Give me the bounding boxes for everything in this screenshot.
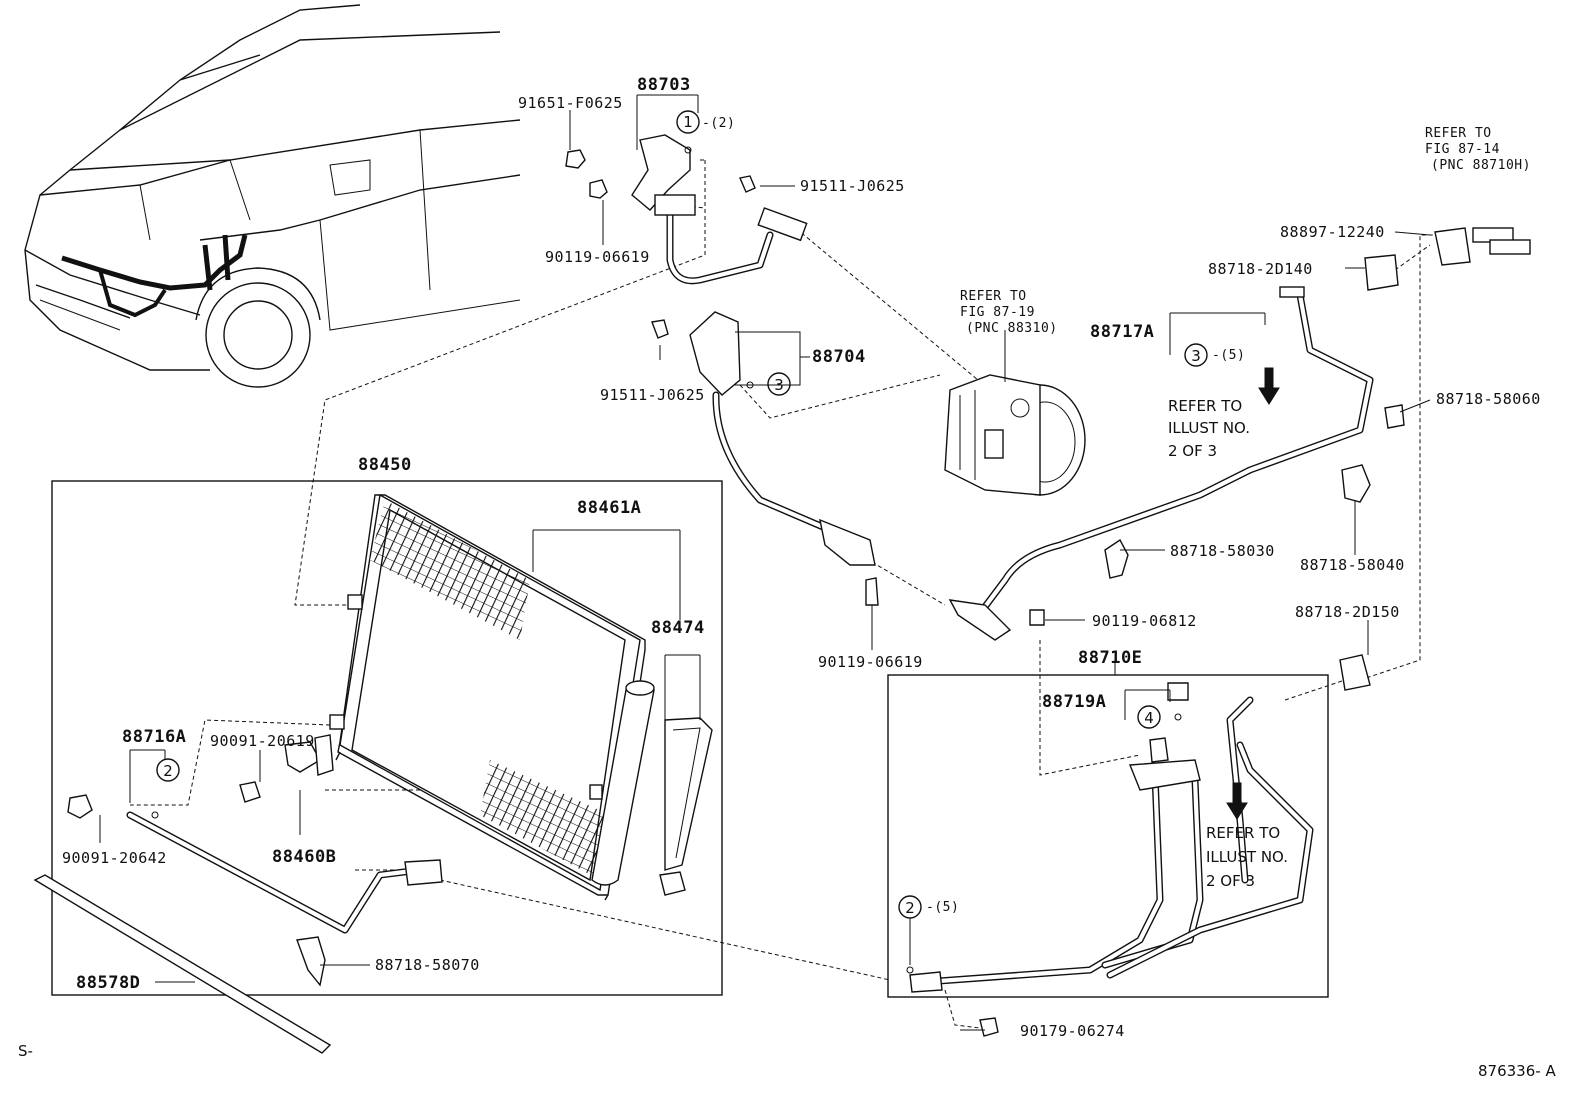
label-88710E: 88710E <box>1078 648 1142 668</box>
callout-4: 4 <box>1137 705 1182 729</box>
label-88717A: 88717A <box>1090 322 1154 342</box>
condenser-assembly-frame <box>51 480 723 996</box>
condenser-core <box>329 493 646 901</box>
label-88718-58070: 88718-58070 <box>375 956 480 974</box>
label-88460B: 88460B <box>272 847 336 867</box>
note-illust-lower-line2: ILLUST NO. <box>1206 848 1288 866</box>
receiver-cylinder <box>591 680 655 886</box>
label-91511-J0625-upper: 91511-J0625 <box>800 177 905 195</box>
note-illust-lower-line3: 2 OF 3 <box>1206 872 1255 890</box>
compressor-illustration <box>944 374 1086 496</box>
label-90179-06274: 90179-06274 <box>1020 1022 1125 1040</box>
pipe-assembly-frame <box>887 674 1329 998</box>
label-88718-58040: 88718-58040 <box>1300 556 1405 574</box>
callout-3-right-qty: -(5) <box>1212 348 1245 363</box>
callout-3-right-number: 3 <box>1191 347 1201 365</box>
callout-1-qty: -(2) <box>702 116 735 131</box>
pipe-88703 <box>631 134 808 285</box>
down-arrow-a <box>1258 367 1280 405</box>
pipe-88710E <box>909 682 1314 993</box>
note-top-right-ref: REFER TO FIG 87-14 (PNC 88710H) <box>1425 126 1531 173</box>
note-illust-lower: REFER TO ILLUST NO. 2 OF 3 <box>1206 824 1288 890</box>
diagram-id: 876336- A <box>1478 1062 1556 1080</box>
note-illust-upper-line1: REFER TO <box>1168 397 1242 415</box>
callout-4-number: 4 <box>1144 709 1154 727</box>
callout-3-upper-number: 3 <box>774 376 784 394</box>
label-88718-2D140: 88718-2D140 <box>1208 260 1313 278</box>
callout-2-left: 2 <box>151 758 180 819</box>
note-top-right-line3: (PNC 88710H) <box>1431 158 1531 173</box>
label-88450: 88450 <box>358 455 412 475</box>
label-90119-06812: 90119-06812 <box>1092 612 1197 630</box>
callout-2-left-number: 2 <box>163 762 173 780</box>
pipe-88704 <box>689 311 876 566</box>
note-illust-upper-line3: 2 OF 3 <box>1168 442 1217 460</box>
label-88704: 88704 <box>812 347 866 367</box>
callout-1: 1 -(2) <box>676 110 735 154</box>
note-illust-upper: REFER TO ILLUST NO. 2 OF 3 <box>1168 397 1250 460</box>
weatherstrip-part <box>33 874 332 1054</box>
pipe-88717A <box>948 286 1374 641</box>
label-90119-06619-upper: 90119-06619 <box>545 248 650 266</box>
label-88474: 88474 <box>651 618 705 638</box>
label-88718-58030: 88718-58030 <box>1170 542 1275 560</box>
label-88461A: 88461A <box>577 498 641 518</box>
label-90119-06619-lower: 90119-06619 <box>818 653 923 671</box>
bolt-parts <box>67 149 1045 1037</box>
note-top-right-line2: FIG 87-14 <box>1425 142 1500 157</box>
corner-mark: S- <box>18 1042 33 1060</box>
label-90091-20642: 90091-20642 <box>62 849 167 867</box>
filter-part <box>659 717 713 896</box>
vehicle-illustration <box>24 4 521 388</box>
label-88703: 88703 <box>637 75 691 95</box>
note-compressor-line2: FIG 87-19 <box>960 305 1035 320</box>
label-90091-20619: 90091-20619 <box>210 732 315 750</box>
callout-1-number: 1 <box>683 113 693 131</box>
leader-dashes <box>130 159 1455 1029</box>
note-illust-upper-line2: ILLUST NO. <box>1168 419 1250 437</box>
label-leaders <box>99 94 1431 1031</box>
label-88719A: 88719A <box>1042 692 1106 712</box>
callout-2-lower-number: 2 <box>905 899 915 917</box>
callout-2-lower-qty: -(5) <box>926 900 959 915</box>
label-88716A: 88716A <box>122 727 186 747</box>
note-compressor-line3: (PNC 88310) <box>966 321 1058 336</box>
note-top-right-line1: REFER TO <box>1425 126 1492 141</box>
label-91511-J0625-lower: 91511-J0625 <box>600 386 705 404</box>
note-compressor-ref: REFER TO FIG 87-19 (PNC 88310) <box>960 289 1058 336</box>
label-88718-58060: 88718-58060 <box>1436 390 1541 408</box>
label-88578D: 88578D <box>76 973 140 993</box>
pipe-condenser-lower <box>126 811 443 934</box>
down-arrow-b <box>1226 782 1248 820</box>
note-compressor-line1: REFER TO <box>960 289 1027 304</box>
label-91651-F0625: 91651-F0625 <box>518 94 623 112</box>
label-88718-2D150: 88718-2D150 <box>1295 603 1400 621</box>
callout-2-lower: 2 -(5) <box>898 895 959 974</box>
clamp-parts <box>296 227 1531 987</box>
note-illust-lower-line1: REFER TO <box>1206 824 1280 842</box>
callout-3-upper: 3 <box>746 372 791 396</box>
callout-3-right: 3 -(5) <box>1184 343 1245 367</box>
label-88897-12240: 88897-12240 <box>1280 223 1385 241</box>
